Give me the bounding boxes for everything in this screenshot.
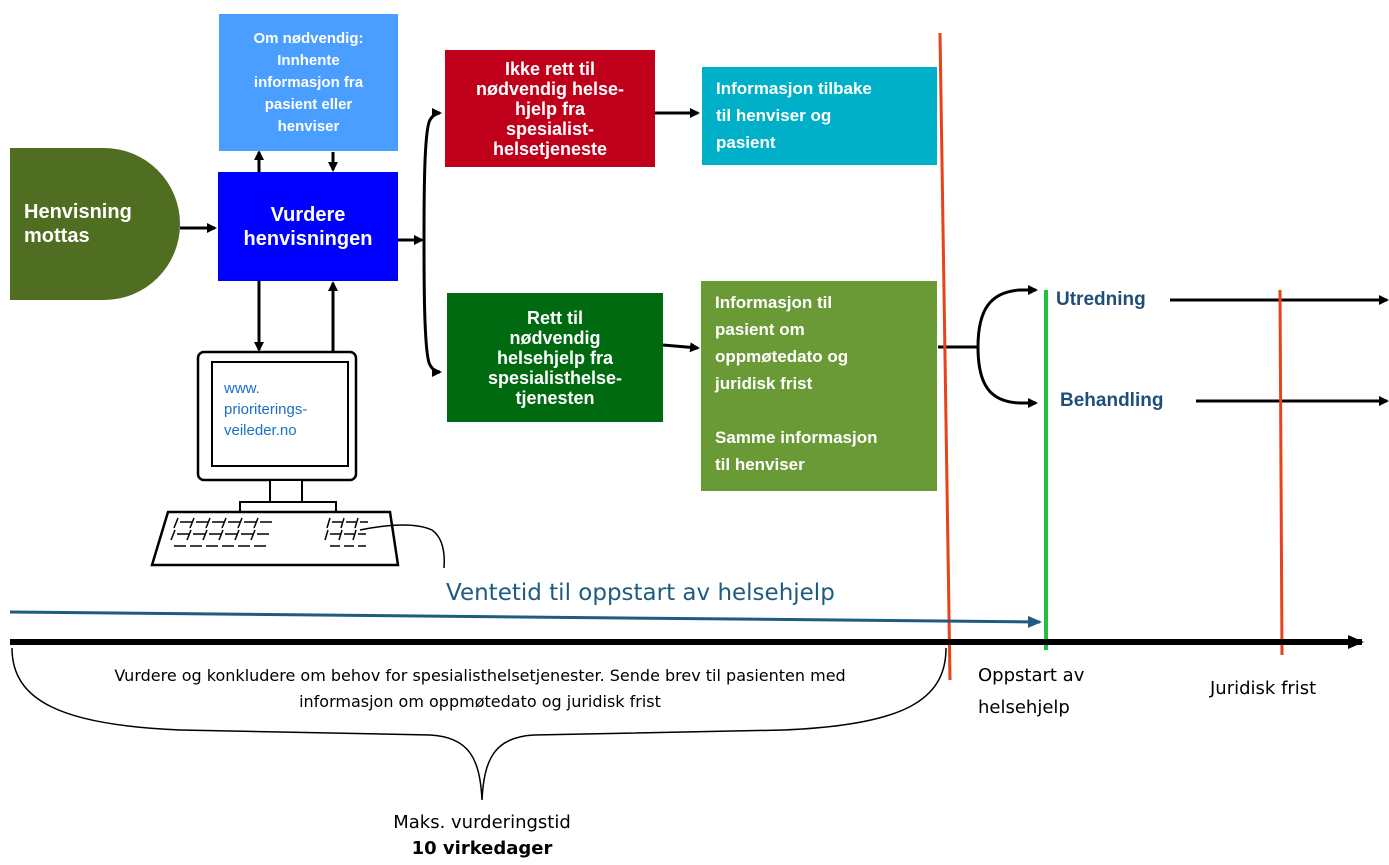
max-time-label: Maks. vurderingstid	[393, 812, 571, 833]
node-if-needed: Om nødvendig: Innhente informasjon fra p…	[219, 14, 398, 151]
node-info-patient-label: Informasjon til pasient om oppmøtedato o…	[715, 293, 878, 474]
waiting-time-label: Ventetid til oppstart av helsehjelp	[446, 580, 835, 606]
node-info-patient: Informasjon til pasient om oppmøtedato o…	[701, 281, 937, 491]
computer-screen-text: www. prioriterings- veileder.no	[224, 380, 308, 439]
node-assess-referral: Vurdere henvisningen	[218, 172, 398, 281]
label-treatment: Behandling	[1060, 390, 1168, 412]
node-no-right: Ikke rett til nødvendig helse- hjelp fra…	[445, 50, 655, 167]
node-referral-received-label: Henvisning mottas	[24, 201, 132, 247]
start-label: Oppstart av helsehjelp	[978, 665, 1085, 718]
deadline-line-main	[938, 32, 952, 681]
node-info-back: Informasjon tilbake til henviser og pasi…	[702, 67, 937, 165]
node-referral-received: Henvisning mottas	[10, 148, 180, 300]
brace-description: Vurdere og konkludere om behov for spesi…	[114, 666, 846, 711]
node-right: Rett til nødvendig helsehjelp fra spesia…	[447, 293, 663, 422]
node-no-right-label: Ikke rett til nødvendig helse- hjelp fra…	[475, 58, 625, 159]
computer-illustration	[150, 350, 445, 569]
waiting-time-arrow	[9, 610, 1042, 628]
deadline-label: Juridisk frist	[1210, 678, 1317, 699]
curly-brace	[11, 647, 947, 801]
max-time-value: 10 virkedager	[411, 838, 553, 859]
branch-lower	[422, 239, 442, 377]
branch-upper	[422, 108, 442, 241]
node-right-label: Rett til nødvendig helsehjelp fra spesia…	[487, 307, 623, 408]
node-assess-referral-label: Vurdere henvisningen	[243, 203, 373, 250]
arrow-right-to-infopatient	[662, 342, 700, 353]
split-lower	[976, 346, 1038, 408]
node-if-needed-label: Om nødvendig: Innhente informasjon fra p…	[253, 29, 364, 135]
label-investigation: Utredning	[1056, 289, 1150, 311]
node-info-back-label: Informasjon tilbake til henviser og pasi…	[716, 79, 872, 152]
split-upper	[976, 285, 1038, 348]
deadline-line-legal	[1278, 289, 1284, 656]
